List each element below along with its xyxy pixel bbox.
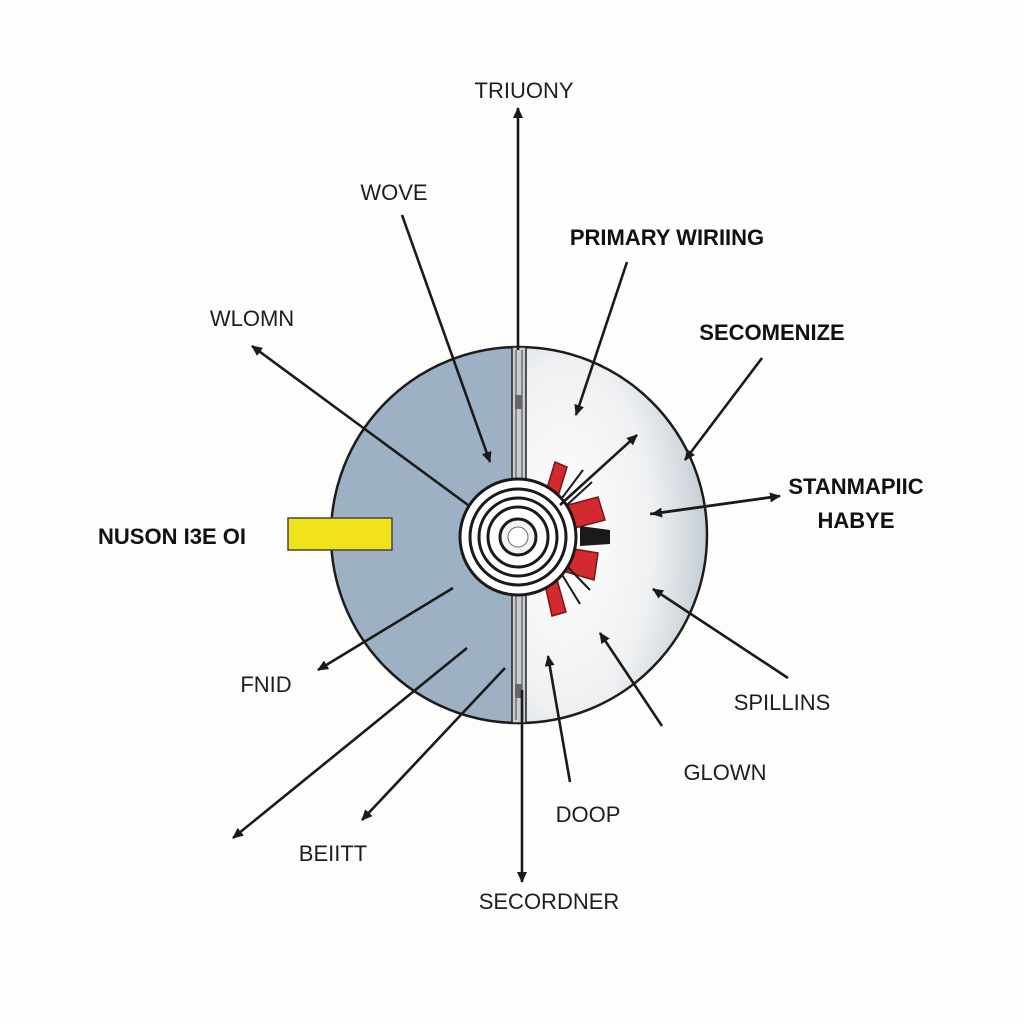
disc-right-half [517,345,709,725]
arrow-beitt-left [232,646,468,840]
label-habye: HABYE [817,508,894,533]
label-beitt: BEIITT [299,841,367,866]
arrow-secomenize [683,357,764,461]
label-top: TRIUONY [475,78,574,103]
label-nuson: NUSON I3E OI [98,524,246,549]
yellow-bar [287,517,393,551]
center-hub [458,477,578,597]
arrow-doop [544,655,572,783]
arrow-glown [598,632,664,727]
label-bottom: SECORDNER [479,889,620,914]
label-glown: GLOWN [683,760,766,785]
label-spillins: SPILLINS [734,690,831,715]
label-doop: DOOP [556,802,621,827]
arrow-stanmapic-in [651,494,781,518]
pointer-wedge [580,526,610,546]
label-fnid: FNID [240,672,291,697]
label-stanmapic: STANMAPIIC [788,474,923,499]
arrow-spillins [652,587,789,680]
label-wlomn: WLOMN [210,306,294,331]
label-secomenize: SECOMENIZE [699,320,844,345]
label-wove: WOVE [360,180,427,205]
label-primary-wiring: PRIMARY WIRIING [570,225,764,250]
arrow-fnid [317,586,454,672]
labels: TRIUONY WOVE PRIMARY WIRIING WLOMN SECOM… [98,78,924,914]
arrow-wlomn [251,344,469,507]
arrow-hub-to-segments [559,434,638,506]
arrow-beitt-right [361,667,506,821]
arrows [232,107,789,883]
arrow-wove [400,214,492,463]
arrow-primary-wiring [574,261,629,416]
